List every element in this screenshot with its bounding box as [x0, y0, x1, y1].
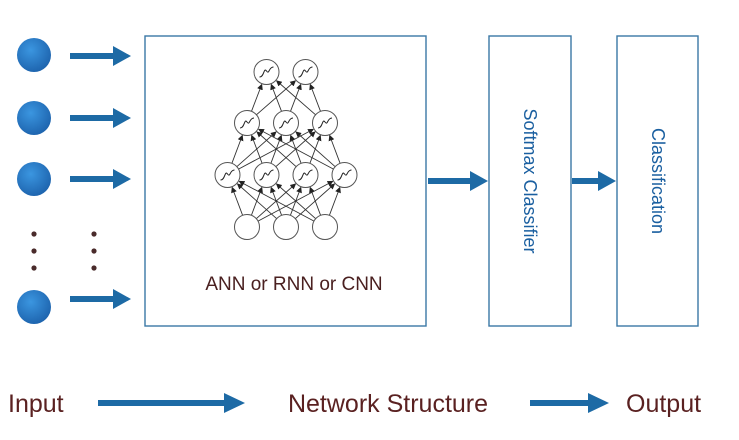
sigmoid-curve-icon	[220, 169, 235, 181]
network-connection	[328, 186, 341, 216]
network-to-softmax-arrow	[428, 171, 488, 191]
sigmoid-curve-icon	[239, 117, 255, 129]
network-connection	[256, 183, 297, 220]
sigmoid-curve-icon	[298, 169, 313, 181]
input-arrow	[70, 169, 131, 189]
bottom-flow-row: Input Network Structure Output	[8, 390, 701, 418]
softmax-box-label: Softmax Classifier	[520, 108, 540, 253]
input-nodes	[17, 38, 51, 324]
network-sigmoid-node	[273, 110, 299, 136]
network-box: ANN or RNN or CNN	[144, 35, 427, 327]
input-arrow	[70, 289, 131, 309]
network-connection	[309, 83, 321, 112]
network-input-node	[273, 214, 299, 240]
classification-box-label: Classification	[648, 128, 668, 234]
network-connection	[238, 180, 315, 222]
network-connection	[236, 183, 277, 220]
softmax-to-classification-arrow	[572, 171, 616, 191]
bottom-label-output: Output	[626, 390, 701, 418]
network-connection	[231, 186, 244, 216]
network-connection	[250, 134, 263, 164]
network-connection	[251, 83, 263, 112]
network-connection	[275, 80, 316, 116]
bottom-label-network: Network Structure	[288, 390, 488, 418]
network-connection	[295, 183, 336, 220]
network-sigmoid-node	[331, 162, 358, 188]
softmax-box: Softmax Classifier	[488, 35, 572, 327]
ellipsis-dot	[31, 231, 37, 237]
network-sigmoid-node	[214, 162, 241, 188]
softmax-box-frame	[488, 35, 572, 327]
network-input-node	[312, 214, 338, 240]
ellipsis-dot	[91, 248, 97, 254]
network-sigmoid-node	[234, 110, 260, 136]
sigmoid-curve-icon	[298, 66, 313, 78]
input-arrow	[70, 46, 131, 66]
network-connection	[270, 83, 282, 112]
network-sigmoid-node	[253, 162, 280, 188]
network-connection	[231, 134, 244, 164]
network-connection	[236, 131, 277, 168]
sigmoid-curve-icon	[278, 117, 294, 129]
classification-box: Classification	[616, 35, 699, 327]
network-connection	[309, 186, 322, 216]
network-connection	[256, 80, 297, 116]
input-node	[17, 162, 51, 196]
sigmoid-curve-icon	[259, 169, 274, 181]
bottom-arrow-network-output	[530, 393, 609, 413]
bottom-arrow-input-network	[98, 393, 245, 413]
sigmoid-curve-icon	[259, 66, 274, 78]
network-connection	[275, 131, 316, 168]
network-sigmoid-node	[292, 162, 319, 188]
input-node	[17, 101, 51, 135]
sigmoid-curve-icon	[337, 169, 352, 181]
network-connection	[275, 183, 316, 220]
network-sigmoid-node	[253, 59, 280, 85]
network-connection	[328, 134, 341, 164]
network-input-node	[234, 214, 260, 240]
network-connection	[295, 131, 336, 168]
classification-box-frame	[616, 35, 699, 327]
network-sigmoid-node	[312, 110, 338, 136]
network-box-frame	[144, 35, 427, 327]
input-node	[17, 290, 51, 324]
ellipsis-dot	[91, 231, 97, 237]
input-arrow	[70, 108, 131, 128]
ellipsis-dot	[31, 248, 37, 254]
input-arrows	[70, 46, 131, 309]
network-connection	[258, 128, 334, 170]
bottom-label-input: Input	[8, 390, 64, 418]
sigmoid-curve-icon	[317, 117, 333, 129]
ellipsis-dot	[91, 265, 97, 271]
network-sigmoid-node	[292, 59, 319, 85]
network-connection	[256, 131, 297, 168]
input-node	[17, 38, 51, 72]
ellipsis-dots	[31, 231, 97, 271]
neural-network-icon	[214, 59, 358, 240]
network-box-label: ANN or RNN or CNN	[205, 274, 382, 295]
ellipsis-dot	[31, 265, 37, 271]
